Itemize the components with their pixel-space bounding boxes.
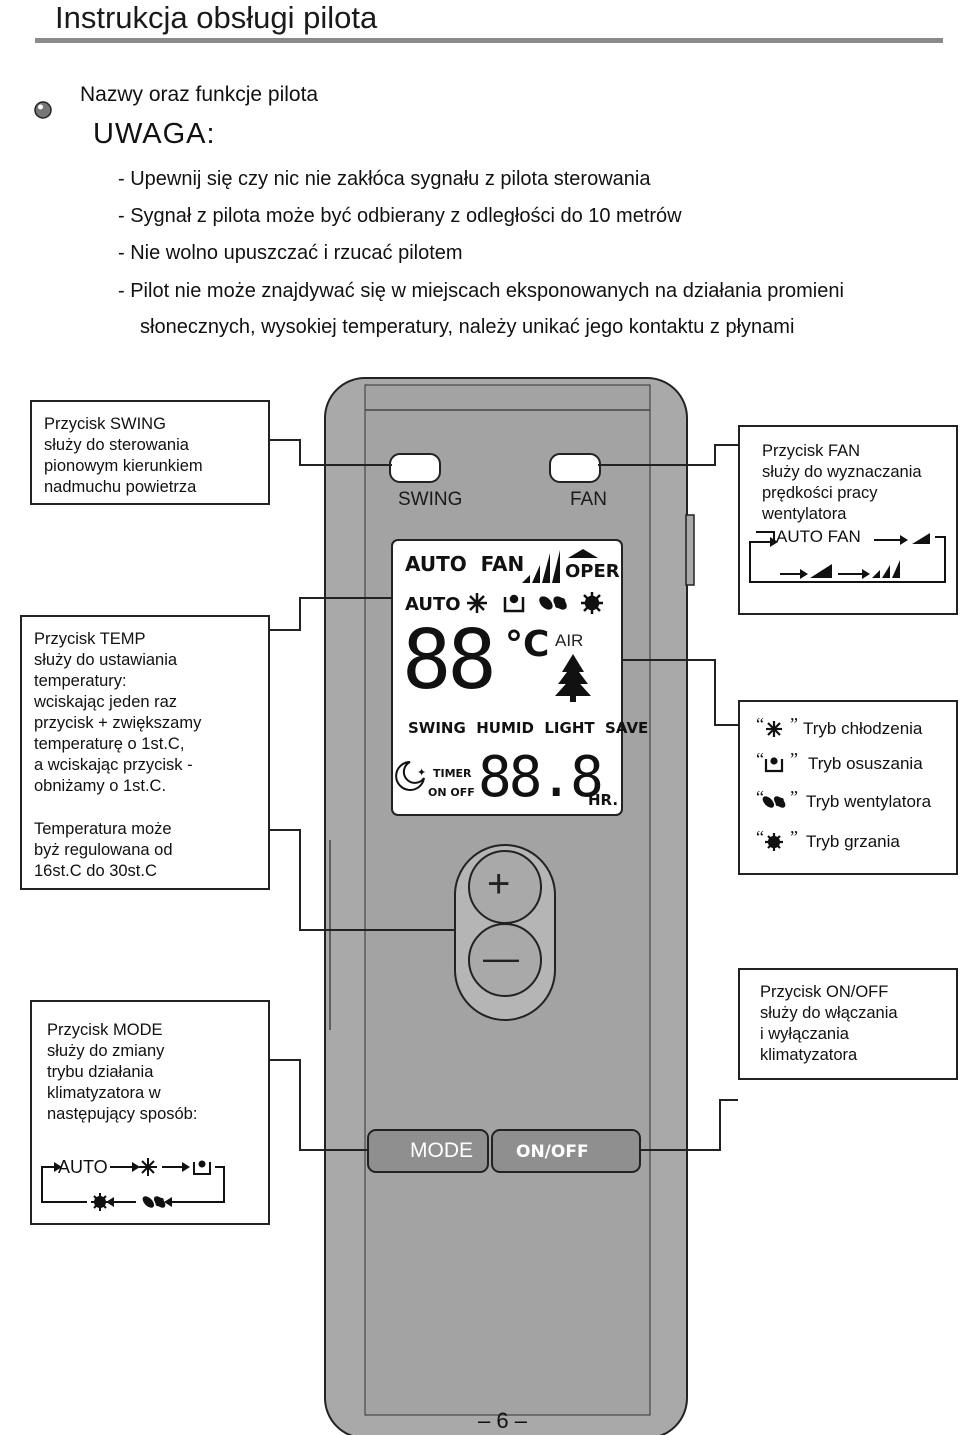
swing-button [389, 453, 441, 483]
lcd-unit: °C [505, 624, 550, 665]
temp-minus-button [468, 923, 542, 997]
svg-text:“: “ [756, 714, 764, 734]
lcd-auto: AUTO [405, 594, 461, 615]
warning-note-3: - Nie wolno upuszczać i rzucać pilotem [118, 242, 463, 264]
title-divider [35, 38, 943, 43]
mode-cooling: Tryb chłodzenia [803, 719, 923, 738]
mode-callout-text: Przycisk MODE służy do zmiany trybu dzia… [47, 1021, 198, 1123]
mode-fan: Tryb wentylatora [806, 792, 932, 811]
minus-label[interactable]: — [483, 937, 519, 978]
fan-button [549, 453, 601, 483]
onoff-callout-text: Przycisk ON/OFF służy do włączania i wył… [760, 983, 898, 1064]
lcd-auto-fan: AUTO FAN [405, 552, 525, 576]
mode-heating: Tryb grzania [806, 832, 900, 851]
onoff-label[interactable]: ON/OFF [516, 1142, 589, 1162]
fan-callout-text: Przycisk FAN służy do wyznaczania prędko… [762, 442, 922, 523]
lcd-features: SWING HUMID LIGHT SAVE [408, 719, 649, 737]
fan-sequence-arrows [749, 531, 946, 583]
section-title: Nazwy oraz funkcje pilota [80, 83, 319, 106]
page-number: – 6 – [478, 1408, 527, 1433]
warning-note-1: - Upewnij się czy nic nie zakłóca sygnał… [118, 168, 651, 190]
svg-text:“: “ [756, 787, 764, 807]
swing-callout: Przycisk SWING służy do sterowania piono… [30, 400, 270, 505]
onoff-callout: Przycisk ON/OFF służy do włączania i wył… [738, 968, 958, 1080]
temp-range-text: Temperatura może byż regulowana od 16st.… [34, 820, 173, 880]
snowflake-icon [766, 721, 782, 737]
svg-text:“: “ [756, 827, 764, 847]
lcd-on-off: ON OFF [428, 786, 475, 799]
lcd-hr: HR. [588, 791, 619, 809]
tree-icon [555, 654, 591, 702]
fan-seq-fan: FAN [827, 527, 861, 546]
svg-text:✦: ✦ [417, 767, 426, 779]
mode-legend-icons: “ ” “ ” “ ” “ ” [756, 714, 798, 851]
lcd-oper: OPER [565, 561, 620, 582]
lcd-timer-digits: 88.8 [478, 745, 604, 810]
plus-label[interactable]: + [487, 862, 511, 906]
mode-seq-auto: AUTO [58, 1157, 108, 1177]
mode-drying: Tryb osuszania [808, 754, 923, 773]
svg-text:“: “ [756, 749, 764, 769]
mode-callout: Przycisk MODE służy do zmiany trybu dzia… [30, 1000, 270, 1225]
fan-seq-auto: AUTO [776, 527, 823, 546]
temp-callout-text: Przycisk TEMP służy do ustawiania temper… [34, 630, 202, 795]
fan-sequence: AUTO FAN [776, 527, 861, 547]
svg-text:”: ” [790, 787, 798, 807]
temp-callout: Przycisk TEMP służy do ustawiania temper… [20, 615, 270, 890]
warning-heading: UWAGA: [93, 118, 216, 150]
swing-label: SWING [398, 489, 463, 510]
fan-label: FAN [570, 489, 607, 510]
lcd-air: AIR [555, 631, 584, 650]
fan-icon [762, 796, 786, 808]
mode-label[interactable]: MODE [410, 1139, 473, 1162]
dry-icon [764, 757, 784, 773]
sleep-icon: ✦ [395, 761, 426, 791]
warning-note-2: - Sygnał z pilota może być odbierany z o… [118, 205, 682, 227]
svg-text:”: ” [790, 749, 798, 769]
fan-callout: Przycisk FAN służy do wyznaczania prędko… [738, 425, 958, 615]
lcd-temp-digits: 88 [402, 613, 497, 708]
bullet-icon [34, 101, 52, 119]
svg-text:”: ” [790, 714, 798, 734]
swing-callout-text: Przycisk SWING służy do sterowania piono… [44, 415, 203, 496]
mode-sequence-arrows [41, 1158, 225, 1211]
lcd-timer: TIMER [433, 767, 472, 780]
sun-icon [765, 833, 783, 851]
svg-text:”: ” [790, 827, 798, 847]
warning-note-5: słonecznych, wysokiej temperatury, należ… [140, 316, 795, 338]
page-title: Instrukcja obsługi pilota [55, 0, 378, 35]
warning-note-4: - Pilot nie może znajdywać się w miejsca… [118, 280, 844, 302]
